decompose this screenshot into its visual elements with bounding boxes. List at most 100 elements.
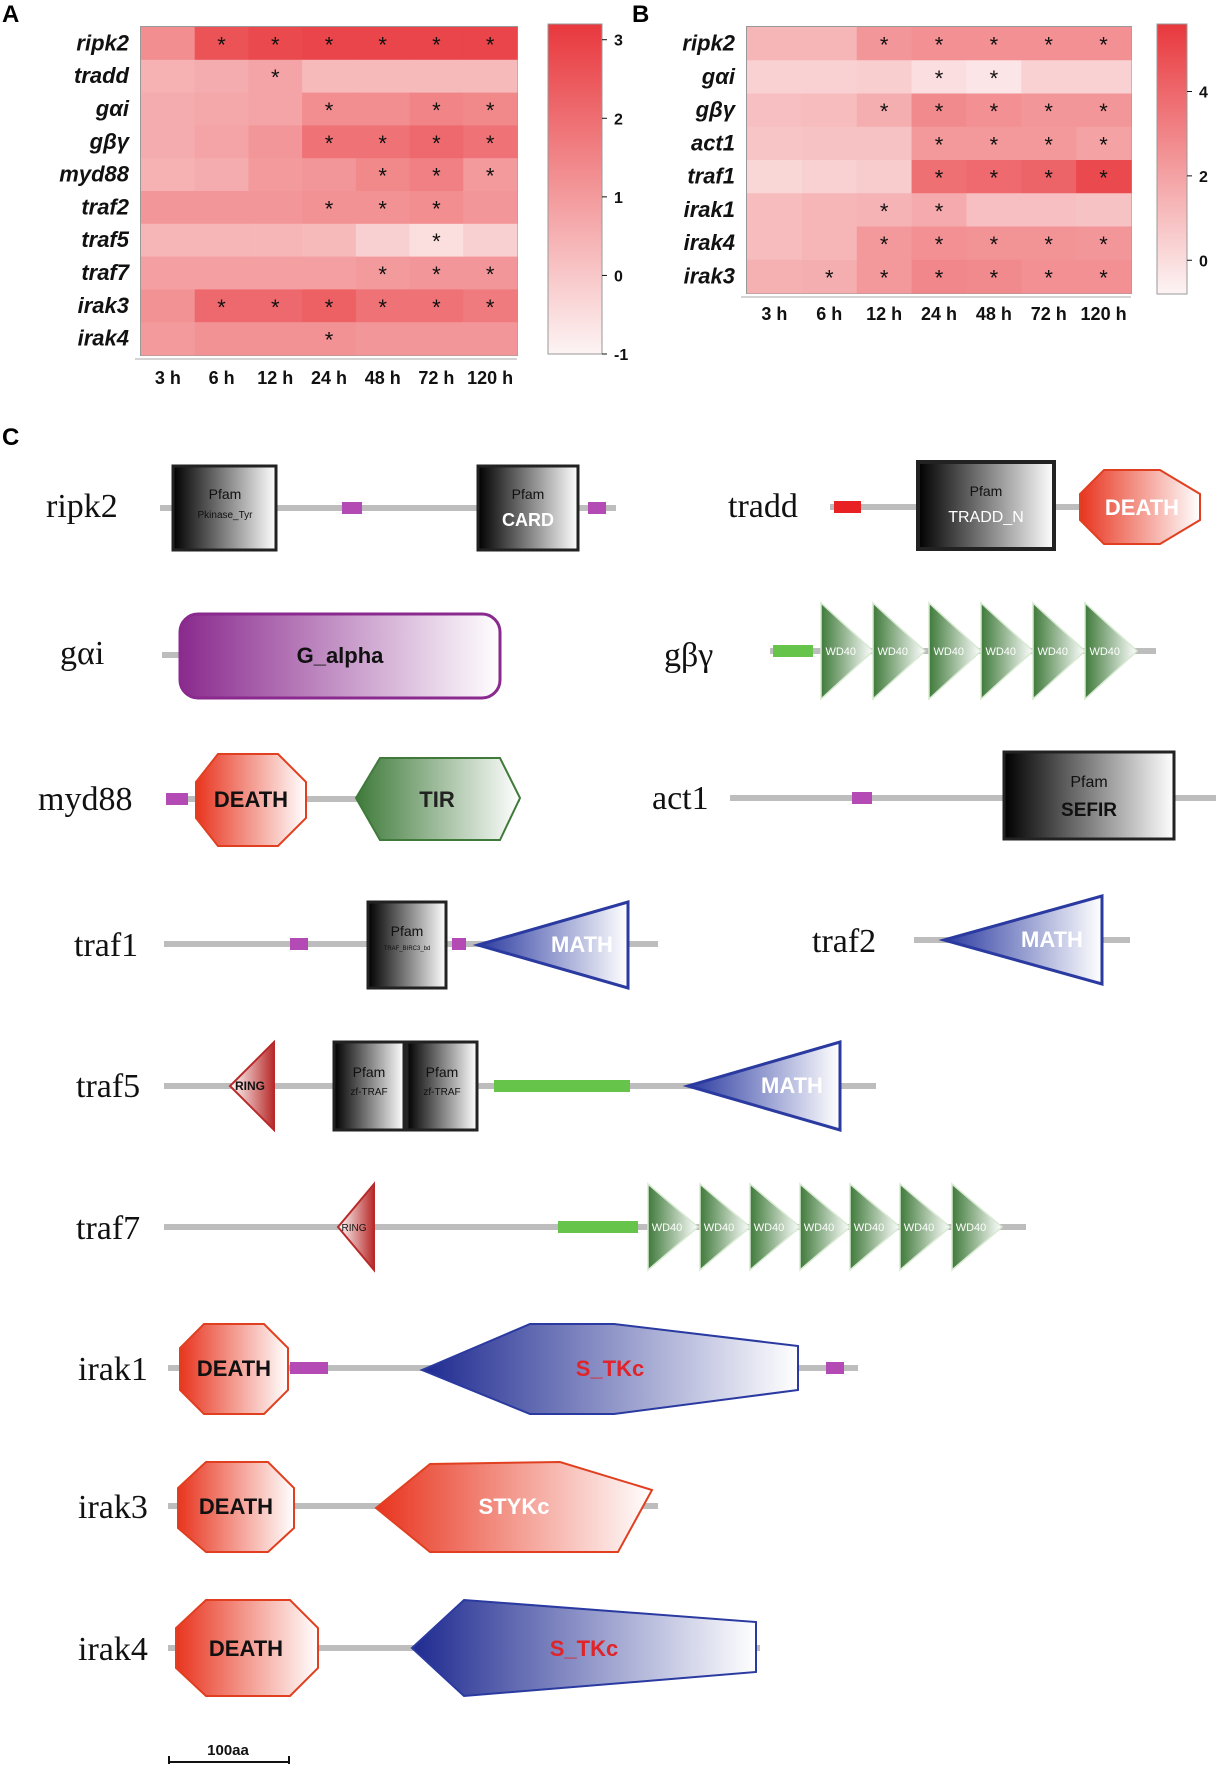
significance-star: *: [1099, 232, 1108, 257]
lowcomplexity-segment: [452, 938, 466, 950]
row-label: ripk2: [76, 30, 129, 55]
row-label: ripk2: [682, 31, 735, 56]
heatmap-cell: [248, 289, 303, 323]
gene-label-traf5: traf5: [76, 1068, 140, 1105]
colorbar-tick-label: 2: [614, 111, 623, 128]
heatmap-cell: [194, 322, 249, 356]
heatmap-cell: [1021, 126, 1077, 161]
heatmap-cell: [1021, 60, 1077, 94]
column-label: 72 h: [1031, 304, 1067, 324]
heatmap-cell: [911, 259, 967, 294]
heatmap-cell: [355, 191, 411, 225]
lowcomplexity-segment: [342, 502, 362, 514]
row-label: gβγ: [695, 97, 737, 122]
column-label: 3 h: [155, 368, 181, 388]
heatmap-cell: [248, 191, 303, 225]
wd40-label: WD40: [854, 1222, 885, 1234]
gene-label-gbetagamma: gβγ: [664, 637, 713, 674]
panel-label-a: A: [2, 1, 19, 28]
heatmap-cell: [141, 125, 196, 159]
heatmap-cell: [1076, 193, 1132, 227]
pfam-label: Pfam: [512, 486, 545, 502]
death-domain: [195, 753, 307, 847]
lowcomplexity-segment: [290, 1362, 328, 1374]
significance-star: *: [935, 99, 944, 124]
heatmap-cell: [141, 27, 196, 61]
domain-row-act1: act1 Pfam SEFIR: [652, 750, 1216, 841]
death-domain: [179, 1323, 289, 1415]
heatmap-cell: [463, 223, 518, 258]
significance-star: *: [271, 65, 280, 90]
heatmap-cell: [911, 193, 967, 227]
heatmap-cell: [409, 322, 464, 356]
heatmap-cell: [801, 259, 858, 294]
heatmap-cell: [355, 125, 411, 159]
domain-row-traf5: traf5 RING Pfam zf-TRAF Pfam zf-TRAF MAT…: [76, 1039, 876, 1133]
significance-star: *: [378, 164, 387, 189]
math-label: MATH: [1021, 927, 1083, 952]
heatmap-cell: [302, 289, 357, 323]
wd40-repeat: [1084, 601, 1139, 701]
heatmap-cell: [747, 193, 803, 227]
heatmap-cell: [194, 92, 249, 126]
domain-row-irak1: irak1 DEATH S_TKc: [78, 1323, 858, 1415]
lowcomplexity-segment: [826, 1362, 844, 1374]
heatmap-cell: [1076, 226, 1132, 261]
heatmap-cell: [355, 27, 411, 61]
heatmap-cell: [302, 322, 357, 356]
significance-star: *: [217, 295, 226, 320]
heatmap-cell: [409, 223, 464, 258]
significance-star: *: [217, 32, 226, 57]
heatmap-cell: [141, 289, 196, 323]
panel-label-b: B: [632, 1, 649, 28]
ring-label: RING: [342, 1223, 367, 1234]
pfam-domain: [1002, 750, 1176, 841]
significance-star: *: [432, 262, 441, 287]
column-label: 6 h: [816, 304, 842, 324]
heatmap-cell: [747, 27, 803, 61]
heatmap-cell: [141, 158, 196, 192]
heatmap-cell: [409, 158, 464, 192]
heatmap-cell: [463, 191, 518, 225]
significance-star: *: [990, 99, 999, 124]
significance-star: *: [990, 66, 999, 91]
wd40-label: WD40: [877, 646, 908, 658]
heatmap-cell: [1021, 93, 1077, 128]
heatmap-cell: [966, 259, 1022, 294]
significance-star: *: [432, 32, 441, 57]
column-label: 24 h: [311, 368, 347, 388]
significance-star: *: [990, 265, 999, 290]
math-label: MATH: [551, 932, 613, 957]
stykc-label: STYKc: [479, 1494, 550, 1519]
heatmap-cell: [463, 125, 518, 159]
s-tkc-label: S_TKc: [576, 1356, 644, 1381]
significance-star: *: [990, 232, 999, 257]
column-label: 24 h: [921, 304, 957, 324]
heatmap-cell: [409, 27, 464, 61]
heatmap-cell: [355, 59, 411, 94]
heatmap-cell: [801, 160, 858, 194]
heatmap-cell: [248, 223, 303, 258]
lowcomplexity-segment: [290, 938, 308, 950]
heatmap-cell: [856, 160, 913, 194]
colorbar-tick-label: 2: [1199, 169, 1208, 186]
gene-label-irak3: irak3: [78, 1489, 148, 1526]
sefir-label: SEFIR: [1061, 800, 1117, 821]
death-label: DEATH: [199, 1494, 273, 1519]
heatmap-cell: [355, 223, 411, 258]
pfam-domain: [405, 1040, 479, 1132]
heatmap-cell: [1021, 259, 1077, 294]
lowcomplexity-segment: [852, 792, 872, 804]
heatmap-cell: [463, 289, 518, 323]
g-alpha-label: G_alpha: [297, 643, 385, 668]
domain-row-tradd: tradd Pfam TRADD_N DEATH: [728, 460, 1201, 551]
wd40-repeat: [872, 601, 927, 701]
heatmap-cell: [966, 226, 1022, 261]
heatmap-cell: [747, 93, 803, 128]
coiled-coil-segment: [773, 645, 813, 657]
domain-panel: ripk2 Pfam Pkinase_Tyr Pfam CARD tradd P…: [38, 460, 1216, 1764]
g-alpha-domain: [178, 612, 502, 700]
